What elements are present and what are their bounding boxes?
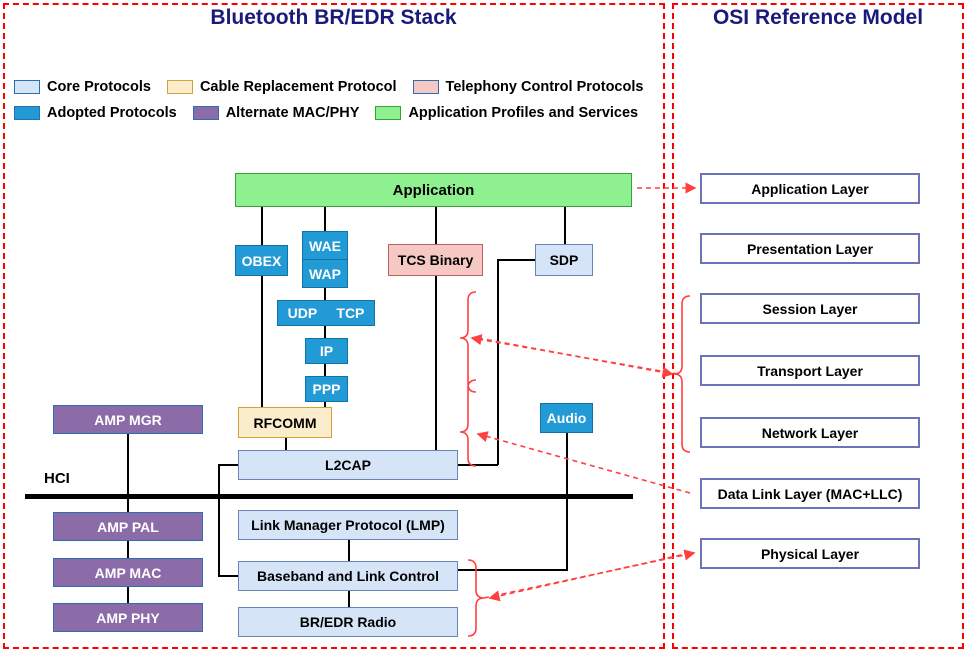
box-wap[interactable]: WAP	[303, 259, 347, 287]
legend-row: Core Protocols Cable Replacement Protoco…	[14, 76, 659, 98]
osi-model-title: OSI Reference Model	[712, 6, 924, 29]
box-ip[interactable]: IP	[305, 338, 348, 364]
osi-layer-physical[interactable]: Physical Layer	[700, 538, 920, 569]
legend-swatch-icon	[375, 106, 402, 120]
connector-l2cap-baseband-h	[218, 575, 240, 577]
osi-layer-network[interactable]: Network Layer	[700, 417, 920, 448]
connector-obex-rfcomm	[261, 275, 263, 407]
box-baseband-and-link-control[interactable]: Baseband and Link Control	[238, 561, 458, 591]
box-rfcomm[interactable]: RFCOMM	[238, 407, 332, 438]
bluetooth-stack-title: Bluetooth BR/EDR Stack	[210, 6, 457, 29]
legend-swatch-icon	[166, 80, 193, 94]
hci-label: HCI	[44, 470, 70, 487]
box-l2cap[interactable]: L2CAP	[238, 450, 458, 480]
connector-application-obex	[261, 206, 263, 246]
box-tcs-binary[interactable]: TCS Binary	[388, 244, 483, 276]
connector-l2cap-baseband-v	[218, 464, 220, 576]
box-sdp[interactable]: SDP	[535, 244, 593, 276]
box-wae[interactable]: WAE	[309, 237, 341, 254]
box-wae-wap[interactable]: WAE WAP	[302, 231, 348, 288]
connector-sdp-left-stub	[497, 259, 537, 261]
legend-item-telephony-control-protocols: Telephony Control Protocols	[412, 79, 644, 95]
box-amp-mac[interactable]: AMP MAC	[53, 558, 203, 587]
legend-label: Cable Replacement Protocol	[199, 79, 397, 95]
connector-application-sdp	[564, 206, 566, 246]
connector-amppal-ampmac	[127, 541, 129, 558]
box-amp-mgr[interactable]: AMP MGR	[53, 405, 203, 434]
connector-rfcomm-l2cap	[285, 438, 287, 450]
legend-item-alternate-mac-phy: Alternate MAC/PHY	[192, 105, 360, 121]
connector-audio-baseband-h	[458, 569, 568, 571]
box-amp-phy[interactable]: AMP PHY	[53, 603, 203, 632]
box-link-manager-protocol[interactable]: Link Manager Protocol (LMP)	[238, 510, 458, 540]
connector-tcs-l2cap	[435, 275, 437, 450]
connector-ppp-rfcomm	[324, 401, 326, 407]
legend-label: Adopted Protocols	[47, 105, 177, 121]
legend-label: Alternate MAC/PHY	[225, 105, 360, 121]
legend-swatch-icon	[192, 106, 219, 120]
osi-layer-session[interactable]: Session Layer	[700, 293, 920, 324]
box-application[interactable]: Application	[235, 173, 632, 207]
connector-ampmac-ampphy	[127, 587, 129, 603]
legend-swatch-icon	[412, 80, 439, 94]
connector-baseband-radio	[348, 590, 350, 608]
legend-label: Telephony Control Protocols	[445, 79, 644, 95]
connector-wap-udptcp	[324, 287, 326, 300]
osi-layer-application[interactable]: Application Layer	[700, 173, 920, 204]
legend-item-adopted-protocols: Adopted Protocols	[14, 105, 177, 121]
bluetooth-stack-panel	[3, 3, 665, 649]
connector-l2cap-left-stub	[218, 464, 240, 466]
legend-item-cable-replacement-protocol: Cable Replacement Protocol	[166, 79, 397, 95]
legend-swatch-icon	[14, 106, 40, 120]
legend-swatch-icon	[14, 80, 40, 94]
hci-boundary-line	[25, 494, 633, 499]
osi-layer-presentation[interactable]: Presentation Layer	[700, 233, 920, 264]
box-udp-tcp[interactable]: UDP TCP	[277, 300, 375, 326]
legend-label: Core Protocols	[47, 79, 151, 95]
connector-ip-ppp	[324, 363, 326, 376]
box-br-edr-radio[interactable]: BR/EDR Radio	[238, 607, 458, 637]
legend-label: Application Profiles and Services	[408, 105, 639, 121]
osi-model-panel	[672, 3, 964, 649]
box-ppp[interactable]: PPP	[305, 376, 348, 402]
connector-ampmgr-amppal	[127, 434, 129, 512]
osi-layer-transport[interactable]: Transport Layer	[700, 355, 920, 386]
connector-lmp-baseband	[348, 540, 350, 562]
osi-layer-data-link[interactable]: Data Link Layer (MAC+LLC)	[700, 478, 920, 509]
legend-row: Adopted Protocols Alternate MAC/PHY Appl…	[14, 102, 659, 124]
connector-udptcp-ip	[324, 325, 326, 338]
connector-application-wae	[324, 206, 326, 232]
box-udp[interactable]: UDP	[287, 305, 318, 321]
legend: Core Protocols Cable Replacement Protoco…	[14, 76, 659, 128]
connector-audio-baseband	[566, 432, 568, 570]
box-amp-pal[interactable]: AMP PAL	[53, 512, 203, 541]
box-obex[interactable]: OBEX	[235, 245, 288, 276]
box-audio[interactable]: Audio	[540, 403, 593, 433]
connector-application-tcs	[435, 206, 437, 246]
legend-item-core-protocols: Core Protocols	[14, 79, 151, 95]
connector-sdp-down	[497, 259, 499, 465]
legend-item-application-profiles-and-services: Application Profiles and Services	[375, 105, 638, 121]
connector-sdp-l2cap	[458, 464, 498, 466]
box-tcp[interactable]: TCP	[336, 305, 365, 321]
